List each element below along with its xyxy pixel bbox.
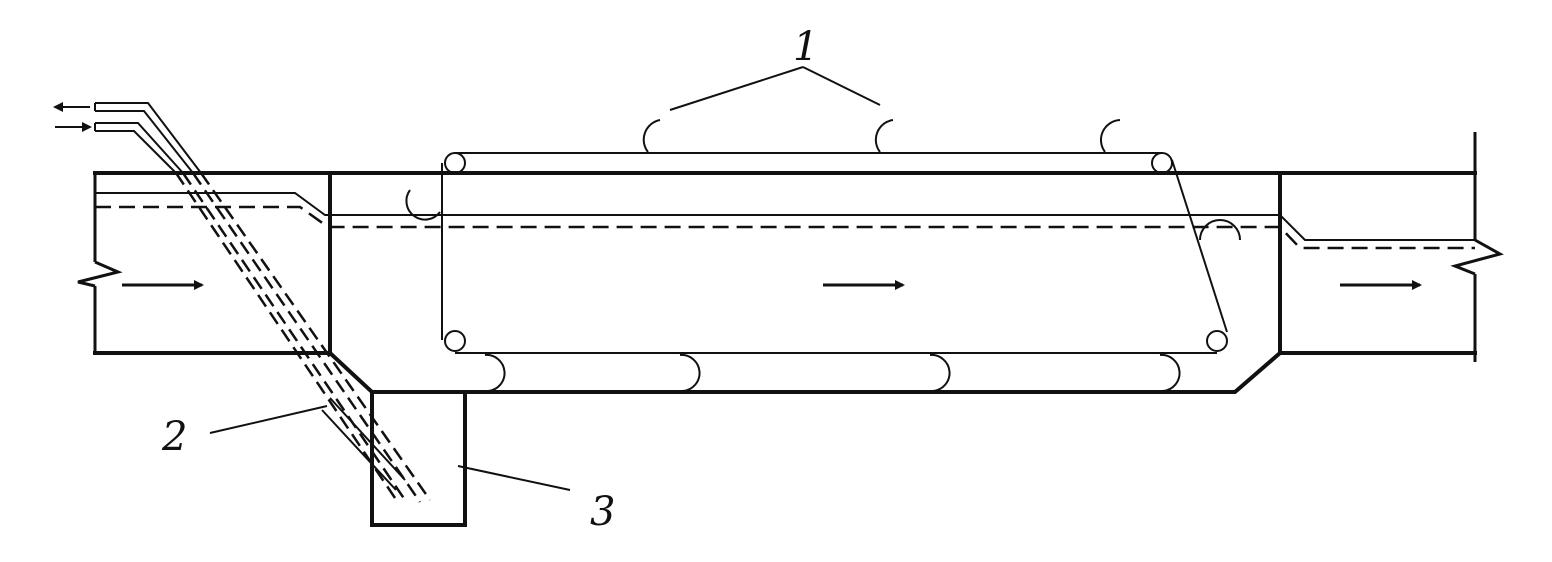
pipe-flow-arrows xyxy=(53,102,92,132)
water-level-lines xyxy=(95,192,1475,250)
tank-body xyxy=(327,171,1283,394)
inlet-channel xyxy=(77,171,332,355)
label-suction-pipe: 2 xyxy=(161,414,187,460)
sprocket-top-right xyxy=(1151,152,1173,174)
label-sludge-hopper: 3 xyxy=(590,489,615,535)
sprocket-bottom-right xyxy=(1206,330,1228,352)
sprocket-top-left xyxy=(444,152,466,174)
scraper-chain xyxy=(441,152,1228,354)
leader-lines xyxy=(209,66,881,491)
sludge-hopper xyxy=(370,390,467,527)
label-flight-scraper: 1 xyxy=(793,24,818,70)
sprocket-bottom-left xyxy=(444,330,466,352)
outlet-channel xyxy=(1278,132,1504,362)
scraper-flights xyxy=(405,119,1241,392)
suction-pipe xyxy=(94,102,432,503)
